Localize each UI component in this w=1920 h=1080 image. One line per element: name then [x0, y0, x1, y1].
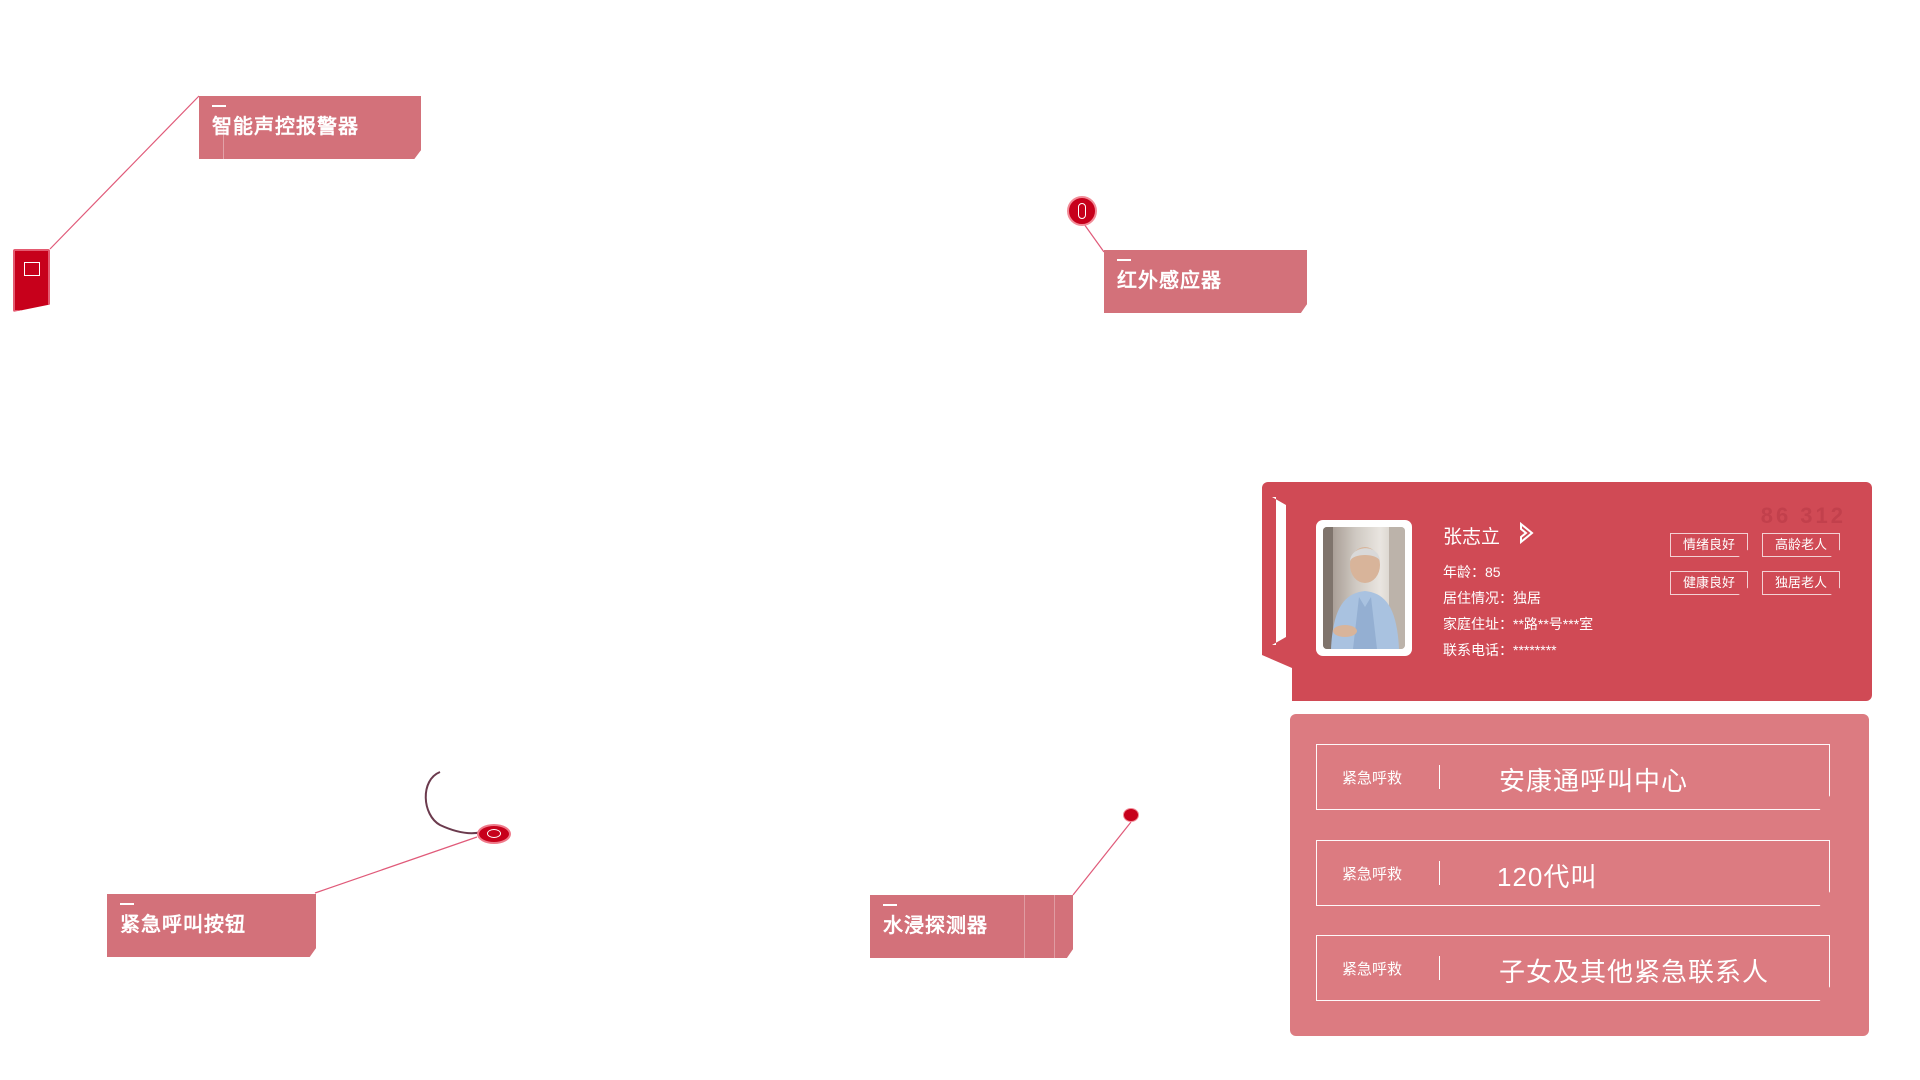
info-phone: 联系电话：******** — [1443, 642, 1557, 658]
tag-water-label: 水浸探测器 — [883, 915, 988, 937]
emergency-contacts-panel: 紧急呼救 安康通呼叫中心 紧急呼救 120代叫 紧急呼救 子女及其他紧急联系人 — [1290, 714, 1869, 1036]
card-bracket-decoration — [1272, 497, 1286, 645]
avatar-photo — [1323, 527, 1405, 649]
avatar — [1316, 520, 1412, 656]
tag-alarm[interactable]: 智能声控报警器 — [199, 96, 421, 159]
alarm-window-shape — [24, 262, 40, 276]
tag-dash — [1117, 259, 1131, 261]
alarm-device-icon[interactable] — [13, 249, 50, 312]
tag-water[interactable]: 水浸探测器 — [870, 895, 1073, 958]
person-name: 张志立 — [1443, 527, 1501, 548]
contact-label: 紧急呼救 — [1342, 961, 1403, 978]
contact-row[interactable]: 紧急呼救 安康通呼叫中心 — [1316, 744, 1830, 810]
tag-divider — [1024, 895, 1025, 958]
contact-separator — [1439, 765, 1440, 789]
tag-emergency-button[interactable]: 紧急呼叫按钮 — [107, 894, 316, 957]
water-sensor-icon[interactable] — [1123, 808, 1139, 822]
contact-row[interactable]: 紧急呼救 120代叫 — [1316, 840, 1830, 906]
tag-alarm-label: 智能声控报警器 — [212, 116, 359, 138]
tag-chip: 独居老人 — [1762, 571, 1840, 595]
info-living: 居住情况：独居 — [1443, 590, 1541, 606]
tag-emergency-button-label: 紧急呼叫按钮 — [120, 914, 246, 936]
infrared-sensor-icon[interactable] — [1067, 196, 1097, 226]
person-figure — [1323, 527, 1405, 649]
infrared-slot-shape — [1078, 203, 1086, 219]
tag-infrared-label: 红外感应器 — [1117, 270, 1222, 292]
contact-value: 子女及其他紧急联系人 — [1499, 957, 1770, 987]
tag-divider — [1054, 895, 1055, 958]
contact-separator — [1439, 861, 1440, 885]
contact-value: 安康通呼叫中心 — [1499, 766, 1689, 796]
tag-chip: 情绪良好 — [1670, 533, 1748, 557]
profile-card: 86 312 张志立 年龄：85 居住情况：独居 家庭住址：**路**号***室… — [1262, 482, 1872, 701]
tag-chip: 高龄老人 — [1762, 533, 1840, 557]
button-inner-shape — [487, 829, 501, 838]
info-age: 年龄：85 — [1443, 564, 1501, 580]
info-address: 家庭住址：**路**号***室 — [1443, 616, 1594, 632]
tag-dash — [212, 105, 226, 107]
emergency-button-icon[interactable] — [477, 824, 511, 844]
contact-separator — [1439, 956, 1440, 980]
chevron-right-icon[interactable] — [1518, 522, 1536, 544]
tag-dash — [883, 904, 897, 906]
profile-code: 86 312 — [1760, 503, 1846, 528]
contact-row[interactable]: 紧急呼救 子女及其他紧急联系人 — [1316, 935, 1830, 1001]
tag-chip: 健康良好 — [1670, 571, 1748, 595]
tag-dash — [120, 903, 134, 905]
tag-divider — [223, 126, 224, 159]
contact-label: 紧急呼救 — [1342, 770, 1403, 787]
contact-label: 紧急呼救 — [1342, 866, 1403, 883]
contact-value: 120代叫 — [1497, 862, 1598, 892]
tag-infrared[interactable]: 红外感应器 — [1104, 250, 1307, 313]
